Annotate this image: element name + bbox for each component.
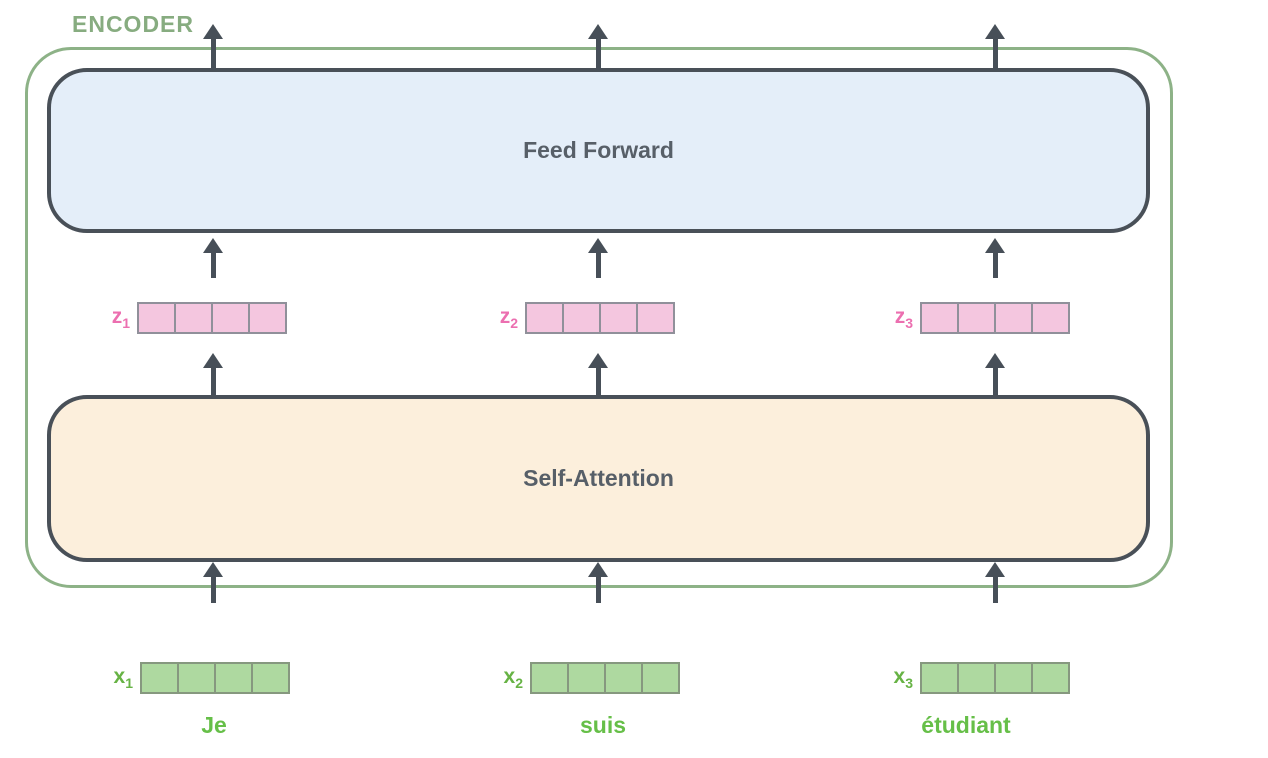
arrow-shaft: [992, 39, 998, 70]
z2-vector: [525, 302, 675, 334]
up-arrow-icon: [588, 353, 608, 395]
x3-label: x3: [883, 666, 913, 690]
up-arrow-icon: [985, 24, 1005, 70]
vector-cell: [599, 304, 636, 332]
x3-vector: [920, 662, 1070, 694]
x2-label-sub: 2: [515, 675, 523, 692]
x1-label-base: x: [113, 664, 126, 688]
up-arrow-icon: [985, 238, 1005, 278]
z1-vector: [137, 302, 287, 334]
up-arrow-icon: [203, 238, 223, 278]
z2-label-sub: 2: [510, 315, 518, 332]
vector-cell: [214, 664, 251, 692]
up-arrow-icon: [588, 562, 608, 603]
vector-cell: [957, 664, 994, 692]
vector-cell: [139, 304, 174, 332]
arrow-head: [588, 562, 608, 577]
arrow-shaft: [210, 39, 216, 70]
encoder-title: ENCODER: [72, 11, 195, 37]
z3-label-sub: 3: [905, 315, 913, 332]
arrow-head: [203, 24, 223, 39]
x2-vector-group: x2: [493, 662, 680, 694]
vector-cell: [174, 304, 211, 332]
up-arrow-icon: [588, 238, 608, 278]
self-attention-label: Self-Attention: [523, 465, 674, 491]
arrow-shaft: [992, 368, 998, 395]
x2-label-base: x: [503, 664, 516, 688]
arrow-head: [985, 353, 1005, 368]
vector-cell: [567, 664, 604, 692]
vector-cell: [636, 304, 673, 332]
vector-cell: [994, 664, 1031, 692]
vector-cell: [527, 304, 562, 332]
z3-label: z3: [883, 306, 913, 330]
self-attention-block: Self-Attention: [47, 395, 1150, 562]
z3-label-base: z: [894, 304, 906, 328]
up-arrow-icon: [588, 24, 608, 70]
vector-cell: [1031, 664, 1068, 692]
feed-forward-block: Feed Forward: [47, 68, 1150, 233]
arrow-head: [985, 238, 1005, 253]
z1-label-sub: 1: [122, 315, 130, 332]
vector-cell: [604, 664, 641, 692]
x1-vector-group: x1: [103, 662, 290, 694]
arrow-shaft: [595, 253, 601, 278]
vector-cell: [957, 304, 994, 332]
x3-vector-group: x3: [883, 662, 1070, 694]
arrow-head: [203, 353, 223, 368]
vector-cell: [532, 664, 567, 692]
z3-vector: [920, 302, 1070, 334]
vector-cell: [562, 304, 599, 332]
x1-vector: [140, 662, 290, 694]
z1-vector-group: z1: [100, 302, 287, 334]
arrow-shaft: [210, 368, 216, 395]
z2-label: z2: [488, 306, 518, 330]
arrow-shaft: [595, 368, 601, 395]
vector-cell: [142, 664, 177, 692]
z1-label: z1: [100, 306, 130, 330]
z3-vector-group: z3: [883, 302, 1070, 334]
vector-cell: [248, 304, 285, 332]
z2-label-base: z: [499, 304, 511, 328]
arrow-shaft: [992, 253, 998, 278]
feed-forward-label: Feed Forward: [523, 137, 674, 163]
arrow-head: [985, 24, 1005, 39]
input-word-je: Je: [201, 712, 227, 738]
up-arrow-icon: [203, 353, 223, 395]
input-word-etudiant: étudiant: [921, 712, 1011, 738]
vector-cell: [922, 664, 957, 692]
up-arrow-icon: [203, 562, 223, 603]
z2-vector-group: z2: [488, 302, 675, 334]
arrow-shaft: [595, 39, 601, 70]
arrow-head: [985, 562, 1005, 577]
vector-cell: [1031, 304, 1068, 332]
arrow-head: [588, 238, 608, 253]
vector-cell: [177, 664, 214, 692]
vector-cell: [994, 304, 1031, 332]
x1-label-sub: 1: [125, 675, 133, 692]
vector-cell: [641, 664, 678, 692]
up-arrow-icon: [985, 353, 1005, 395]
arrow-head: [588, 353, 608, 368]
vector-cell: [251, 664, 288, 692]
arrow-head: [203, 562, 223, 577]
arrow-head: [588, 24, 608, 39]
up-arrow-icon: [203, 24, 223, 70]
vector-cell: [922, 304, 957, 332]
x2-vector: [530, 662, 680, 694]
up-arrow-icon: [985, 562, 1005, 603]
vector-cell: [211, 304, 248, 332]
x2-label: x2: [493, 666, 523, 690]
x1-label: x1: [103, 666, 133, 690]
arrow-shaft: [210, 253, 216, 278]
x3-label-base: x: [893, 664, 906, 688]
z1-label-base: z: [111, 304, 123, 328]
x3-label-sub: 3: [905, 675, 913, 692]
input-word-suis: suis: [579, 712, 627, 738]
arrow-shaft: [210, 577, 216, 603]
arrow-shaft: [992, 577, 998, 603]
arrow-head: [203, 238, 223, 253]
arrow-shaft: [595, 577, 601, 603]
